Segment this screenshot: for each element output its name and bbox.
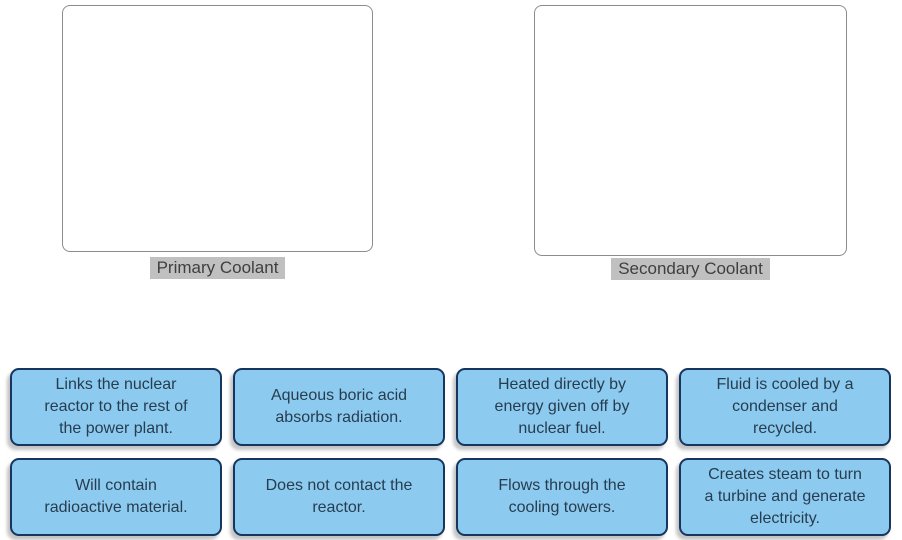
drag-card-cooled-condenser[interactable]: Fluid is cooled by a condenser and recyc… — [679, 368, 891, 446]
drag-card-heated-directly[interactable]: Heated directly by energy given off by n… — [456, 368, 668, 446]
drag-card-boric-acid[interactable]: Aqueous boric acid absorbs radiation. — [233, 368, 445, 446]
drag-card-radioactive[interactable]: Will contain radioactive material. — [10, 458, 222, 536]
drop-zone-primary-coolant[interactable] — [62, 5, 373, 252]
secondary-coolant-label: Secondary Coolant — [611, 258, 770, 280]
primary-coolant-label-wrap: Primary Coolant — [62, 257, 373, 279]
answer-cards-grid: Links the nuclear reactor to the rest of… — [10, 368, 892, 536]
drag-card-no-contact-reactor[interactable]: Does not contact the reactor. — [233, 458, 445, 536]
secondary-coolant-label-wrap: Secondary Coolant — [534, 258, 847, 280]
drop-zone-secondary-coolant[interactable] — [534, 5, 847, 256]
primary-coolant-label: Primary Coolant — [149, 257, 286, 279]
drag-card-creates-steam[interactable]: Creates steam to turn a turbine and gene… — [679, 458, 891, 536]
drag-card-links-reactor[interactable]: Links the nuclear reactor to the rest of… — [10, 368, 222, 446]
drag-card-cooling-towers[interactable]: Flows through the cooling towers. — [456, 458, 668, 536]
